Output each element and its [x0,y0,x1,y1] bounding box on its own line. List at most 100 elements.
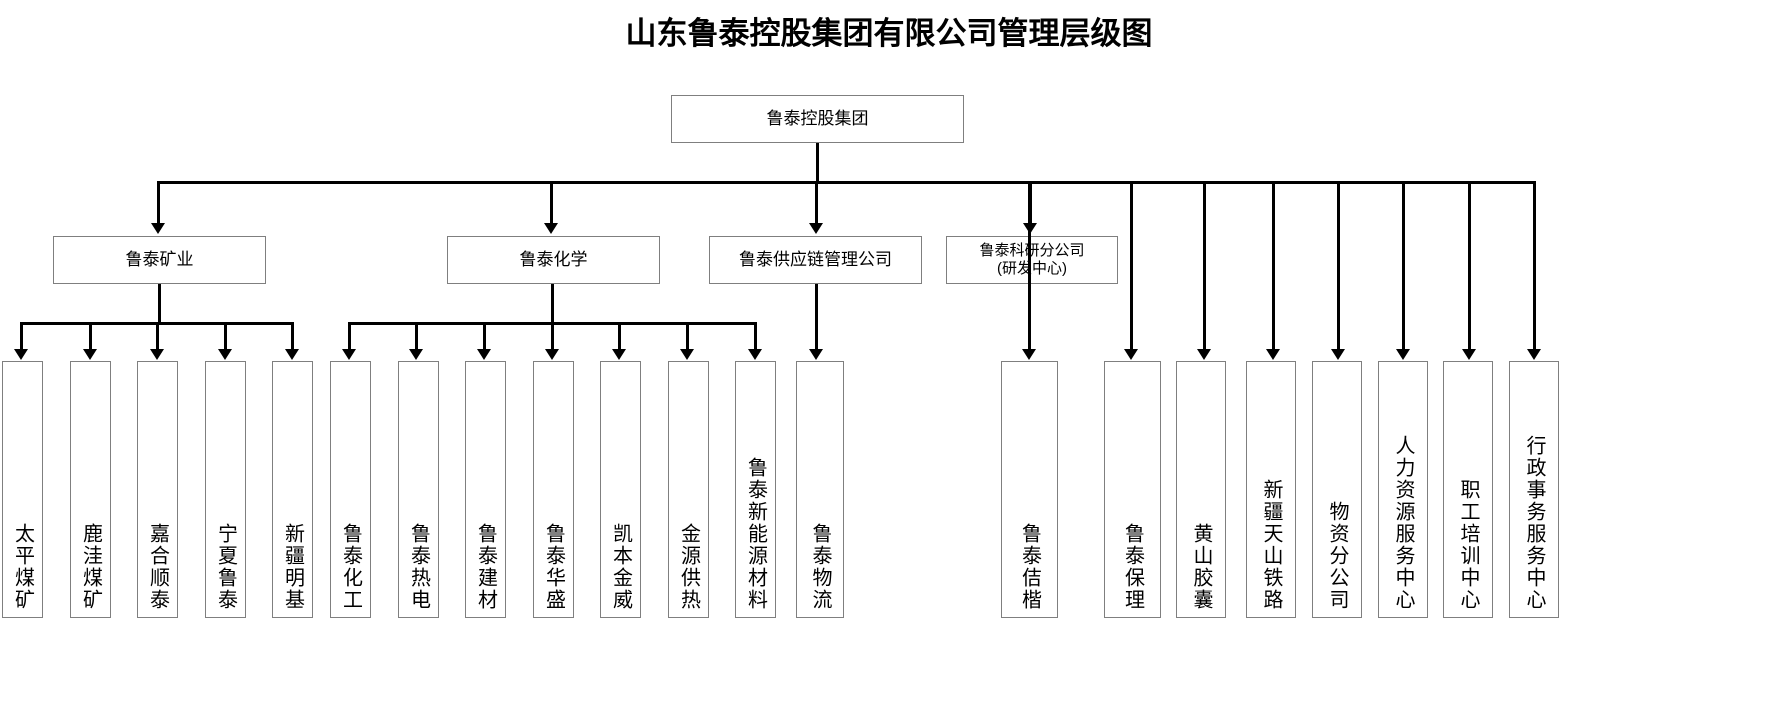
node-leaf-luwa-label: 鹿洼煤矿 [79,523,102,611]
arrow-chemical-child-1 [409,349,423,360]
node-leaf-renliziyuan[interactable]: 人力资源服务中心 [1378,361,1428,618]
page-title: 山东鲁泰控股集团有限公司管理层级图 [625,16,1153,51]
node-leaf-lutaixinnengyuan-label: 鲁泰新能源材料 [744,457,767,611]
node-division-chemical-label: 鲁泰化学 [519,249,588,269]
node-leaf-wuzifengongsi[interactable]: 物资分公司 [1312,361,1362,618]
connector-group-drop-7 [1533,181,1536,349]
node-leaf-xinjiangmingji-label: 新疆明基 [281,523,304,611]
arrow-mining-child-1 [83,349,97,360]
connector-drop-chemical [550,181,553,223]
node-leaf-taiping-label: 太平煤矿 [11,523,34,611]
node-leaf-luwa[interactable]: 鹿洼煤矿 [70,361,111,618]
arrow-chemical-child-4 [612,349,626,360]
arrow-chemical-child-0 [342,349,356,360]
arrow-chemical-child-2 [477,349,491,360]
connector-mining-drop-3 [224,322,227,349]
node-leaf-kaibenjinwei[interactable]: 凯本金威 [600,361,641,618]
node-division-research[interactable]: 鲁泰科研分公司 (研发中心) [946,236,1118,284]
node-leaf-huangshanjiaonang-label: 黄山胶囊 [1190,523,1212,611]
arrow-group-child-2 [1197,349,1211,360]
arrow-chemical-child-3 [545,349,559,360]
node-leaf-lutairedian[interactable]: 鲁泰热电 [398,361,439,618]
connector-mining-drop-2 [156,322,159,349]
connector-drop-supplychain [815,181,818,223]
connector-mining-drop-4 [291,322,294,349]
node-leaf-taiping[interactable]: 太平煤矿 [2,361,43,618]
arrow-mining-child-2 [150,349,164,360]
node-leaf-zhigongpeixun[interactable]: 职工培训中心 [1443,361,1493,618]
node-leaf-zhigongpeixun-label: 职工培训中心 [1457,479,1479,611]
connector-chemical-drop-3 [551,322,554,349]
node-leaf-xingzhengshiwu[interactable]: 行政事务服务中心 [1509,361,1559,618]
connector-group-drop-5 [1402,181,1405,349]
node-leaf-xinjiangtianshan-label: 新疆天山铁路 [1260,479,1282,611]
node-leaf-lutaiwuliu[interactable]: 鲁泰物流 [796,361,844,618]
arrow-group-child-4 [1331,349,1345,360]
node-leaf-jinyuangongre[interactable]: 金源供热 [668,361,709,618]
connector-mining-drop-1 [89,322,92,349]
node-leaf-lutairedian-label: 鲁泰热电 [407,523,430,611]
node-division-supplychain[interactable]: 鲁泰供应链管理公司 [709,236,922,284]
connector-drop-mining [157,181,160,223]
arrow-mining-child-0 [14,349,28,360]
connector-root-stem [816,143,819,181]
connector-group-drop-0 [1028,181,1031,349]
connector-chemical-drop-0 [348,322,351,349]
node-leaf-jiaheshuntai-label: 嘉合顺泰 [146,523,169,611]
node-leaf-wuzifengongsi-label: 物资分公司 [1326,501,1348,611]
connector-level2-bus [157,181,1536,184]
node-leaf-lutaijiekai[interactable]: 鲁泰佶楷 [1001,361,1058,618]
connector-mining-drop-0 [20,322,23,349]
connector-group-drop-3 [1272,181,1275,349]
arrow-chemical-child-6 [748,349,762,360]
node-leaf-lutaijiancai-label: 鲁泰建材 [474,523,497,611]
node-leaf-xinjiangtianshan[interactable]: 新疆天山铁路 [1246,361,1296,618]
connector-chemical-drop-2 [483,322,486,349]
node-leaf-lutaixinnengyuan[interactable]: 鲁泰新能源材料 [735,361,776,618]
node-leaf-huangshanjiaonang[interactable]: 黄山胶囊 [1176,361,1226,618]
node-leaf-lutaihuasheng-label: 鲁泰华盛 [542,523,565,611]
arrow-mining [151,223,165,234]
node-leaf-lutaibaoli-label: 鲁泰保理 [1121,523,1144,611]
connector-supplychain-stem [815,284,818,349]
node-leaf-ningxialutai[interactable]: 宁夏鲁泰 [205,361,246,618]
node-leaf-xingzhengshiwu-label: 行政事务服务中心 [1523,435,1545,611]
node-division-mining[interactable]: 鲁泰矿业 [53,236,266,284]
connector-group-drop-1 [1130,181,1133,349]
node-leaf-lutaihuagong[interactable]: 鲁泰化工 [330,361,371,618]
connector-chemical-drop-5 [686,322,689,349]
arrow-group-child-1 [1124,349,1138,360]
arrow-group-child-3 [1266,349,1280,360]
arrow-chemical-child-5 [680,349,694,360]
node-division-supplychain-label: 鲁泰供应链管理公司 [739,249,892,269]
arrow-group-child-7 [1527,349,1541,360]
connector-chemical-drop-1 [415,322,418,349]
node-leaf-jiaheshuntai[interactable]: 嘉合顺泰 [137,361,178,618]
connector-chemical-stem [551,284,554,322]
node-leaf-renliziyuan-label: 人力资源服务中心 [1392,435,1414,611]
connector-group-drop-4 [1337,181,1340,349]
arrow-group-child-6 [1462,349,1476,360]
arrow-chemical [544,223,558,234]
arrow-mining-child-4 [285,349,299,360]
connector-group-drop-6 [1468,181,1471,349]
node-leaf-lutaijiancai[interactable]: 鲁泰建材 [465,361,506,618]
node-division-research-label: 鲁泰科研分公司 [979,241,1085,259]
node-leaf-ningxialutai-label: 宁夏鲁泰 [214,523,237,611]
node-root[interactable]: 鲁泰控股集团 [671,95,964,143]
node-leaf-xinjiangmingji[interactable]: 新疆明基 [272,361,313,618]
node-division-research-sublabel: (研发中心) [997,260,1067,277]
node-leaf-lutaihuasheng[interactable]: 鲁泰华盛 [533,361,574,618]
arrow-supplychain [809,223,823,234]
node-division-chemical[interactable]: 鲁泰化学 [447,236,660,284]
node-leaf-jinyuangongre-label: 金源供热 [677,523,700,611]
arrow-group-child-0 [1022,349,1036,360]
connector-chemical-drop-4 [618,322,621,349]
arrow-group-child-5 [1396,349,1410,360]
node-leaf-lutaijiekai-label: 鲁泰佶楷 [1018,523,1041,611]
connector-mining-stem [158,284,161,322]
node-leaf-lutaibaoli[interactable]: 鲁泰保理 [1104,361,1161,618]
node-division-mining-label: 鲁泰矿业 [125,249,194,269]
arrow-mining-child-3 [218,349,232,360]
